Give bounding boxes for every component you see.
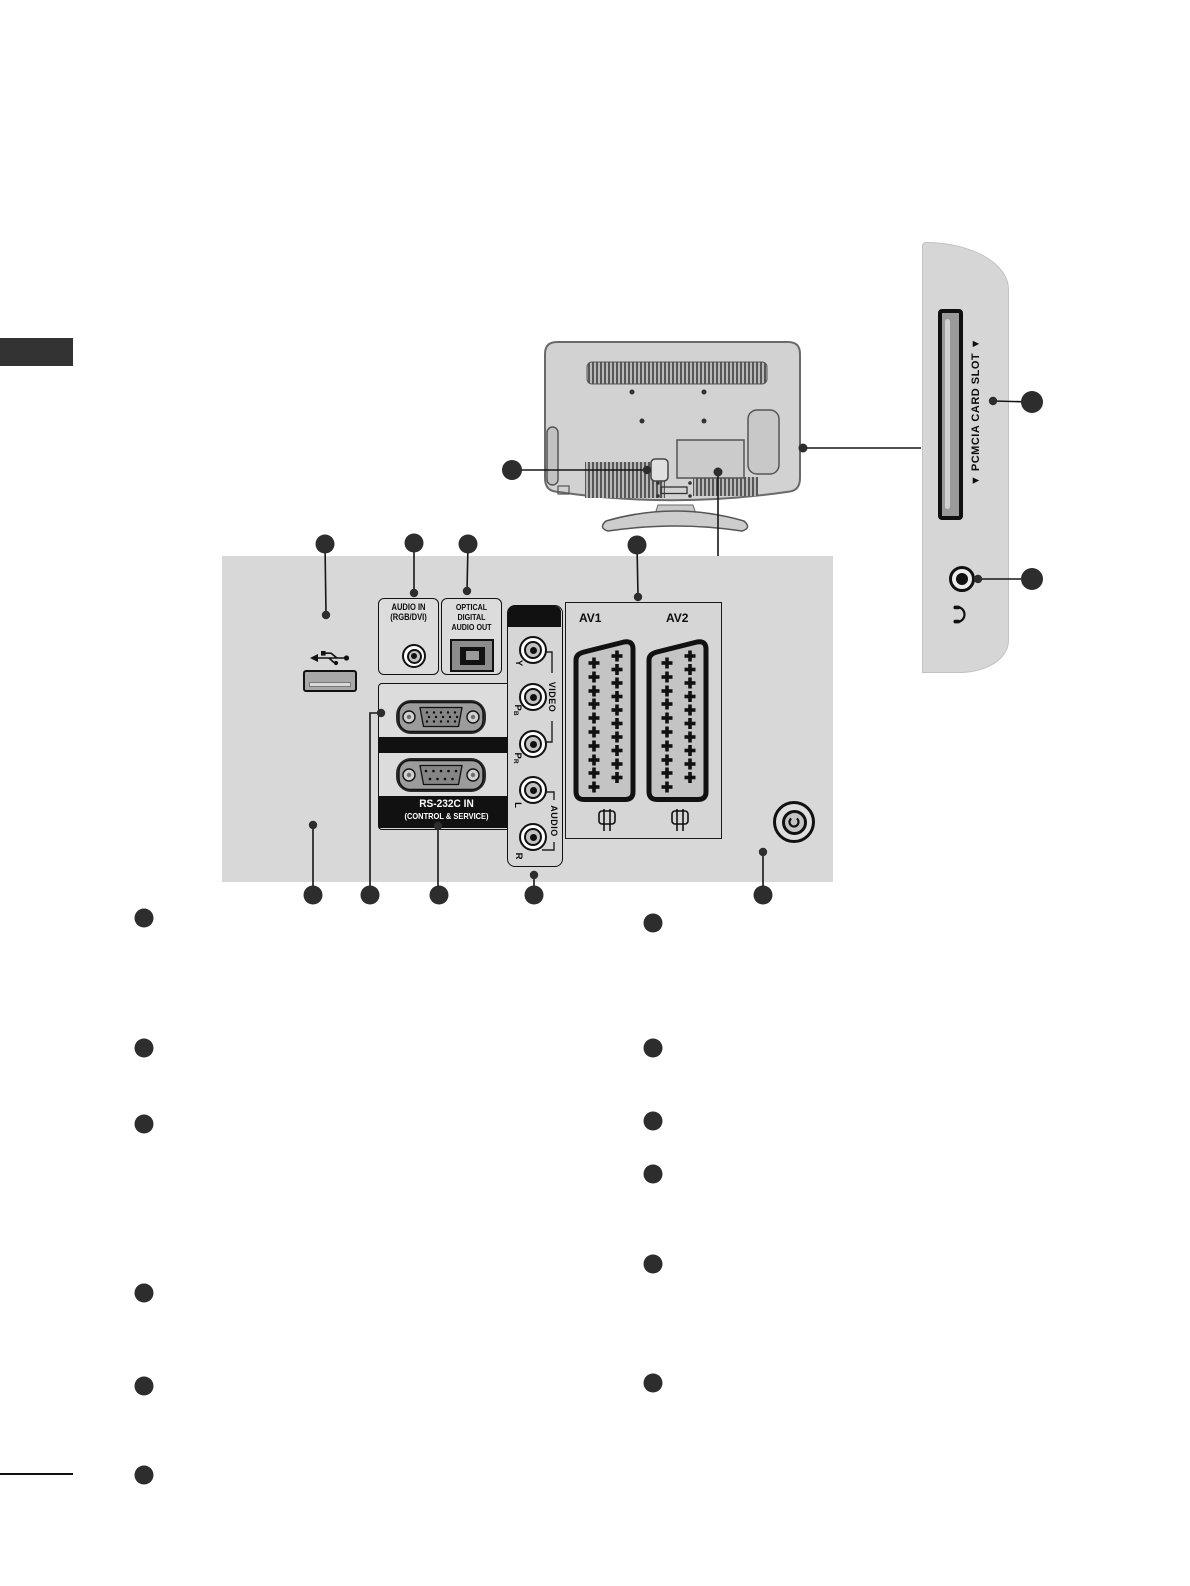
av1-label: AV1: [579, 611, 602, 625]
antenna-socket: [773, 801, 815, 843]
optical-port-frame: [459, 646, 485, 665]
scart-sockets: [573, 639, 709, 832]
power-cord-holder: [650, 458, 669, 482]
vesa-hole: [701, 418, 707, 424]
component-module: Y PB PR L R VIDEO AUDIO: [507, 605, 563, 867]
headphones-icon: [953, 605, 966, 624]
scart-module: AV1 AV2: [565, 602, 722, 839]
rs232c-label-band: RS-232C IN (CONTROL & SERVICE): [379, 796, 514, 828]
dsub9-rs232c-connector: [396, 758, 486, 792]
usb-port-slot: [309, 682, 351, 687]
list-bullet-dots: [134, 908, 663, 1485]
audio-in-jack-ring: [406, 648, 422, 664]
audio-in-jack: [402, 644, 426, 668]
rs232c-rgb-module: RS-232C IN (CONTROL & SERVICE): [378, 683, 516, 830]
jack-label-r: R: [513, 852, 524, 860]
optical-port: [450, 639, 494, 672]
optical-label-line2: DIGITAL: [457, 612, 486, 622]
vesa-hole: [639, 418, 645, 424]
rs232c-label-line2: (CONTROL & SERVICE): [404, 811, 489, 821]
tv-side-slot: [546, 426, 559, 486]
audio-jack-right: [519, 823, 547, 851]
jack-label-y: Y: [513, 659, 524, 667]
component-top-band: [508, 606, 561, 627]
tv-bottom-right-vent: [693, 477, 758, 496]
scart-pin-icon: [671, 808, 689, 832]
video-group-label: VIDEO: [547, 673, 557, 721]
stand-screw: [656, 494, 660, 498]
jack-label-pr: PR: [512, 752, 523, 764]
audio-in-label-line1: AUDIO IN: [391, 602, 426, 612]
jack-label-l: L: [512, 802, 523, 808]
stand-bracket: [660, 486, 688, 495]
scart-socket-av2: [646, 639, 709, 802]
slot-highlight: [945, 319, 950, 509]
scart-socket-av1: [573, 639, 636, 802]
usb-trident-icon: [310, 651, 350, 666]
optical-out-module: OPTICAL DIGITAL AUDIO OUT: [441, 598, 502, 675]
optical-port-window: [465, 651, 479, 660]
side-jack-cover: [747, 409, 780, 475]
headphone-jack-hole: [956, 573, 968, 585]
component-jack-pb: [519, 683, 547, 711]
pcmcia-card-slot: [938, 309, 963, 520]
rs232c-label-line1: RS-232C IN: [419, 798, 474, 810]
dsub15-rgb-connector: [396, 700, 486, 734]
av2-label: AV2: [666, 611, 689, 625]
side-panel: [922, 242, 1009, 673]
vesa-hole: [701, 389, 707, 395]
connection-cover-panel: [676, 439, 745, 479]
tv-small-recess: [557, 485, 570, 495]
scart-pin-icon: [598, 808, 616, 832]
headphone-jack: [949, 566, 975, 592]
optical-label-line3: AUDIO OUT: [451, 622, 492, 632]
tv-rear-illustration: [544, 341, 801, 532]
optical-label-line1: OPTICAL: [455, 602, 488, 612]
audio-group-label: AUDIO: [549, 800, 559, 842]
stand-screw: [656, 481, 660, 485]
component-jack-pr: [519, 730, 547, 758]
tv-top-vent: [586, 361, 768, 385]
audio-jack-left: [519, 776, 547, 804]
audio-in-jack-hole: [411, 653, 417, 659]
usb-port: [303, 670, 357, 692]
dsub-connectors: [396, 700, 486, 792]
stand-screw: [688, 494, 692, 498]
component-jack-y: [519, 636, 547, 664]
audio-in-module: AUDIO IN (RGB/DVI): [378, 598, 439, 675]
chapter-tab: [0, 338, 73, 366]
footer-rule: [0, 1473, 73, 1475]
rgb-label-band: [379, 737, 514, 753]
audio-in-label-line2: (RGB/DVI): [390, 612, 427, 622]
jack-label-pb: PB: [512, 704, 523, 716]
pcmcia-slot-label: ▼ PCMCIA CARD SLOT ▼: [970, 337, 982, 487]
antenna-socket-core: [788, 816, 800, 828]
vesa-hole: [629, 389, 635, 395]
stand-screw: [688, 481, 692, 485]
antenna-socket-ring: [781, 809, 807, 835]
stand-base: [601, 510, 749, 532]
